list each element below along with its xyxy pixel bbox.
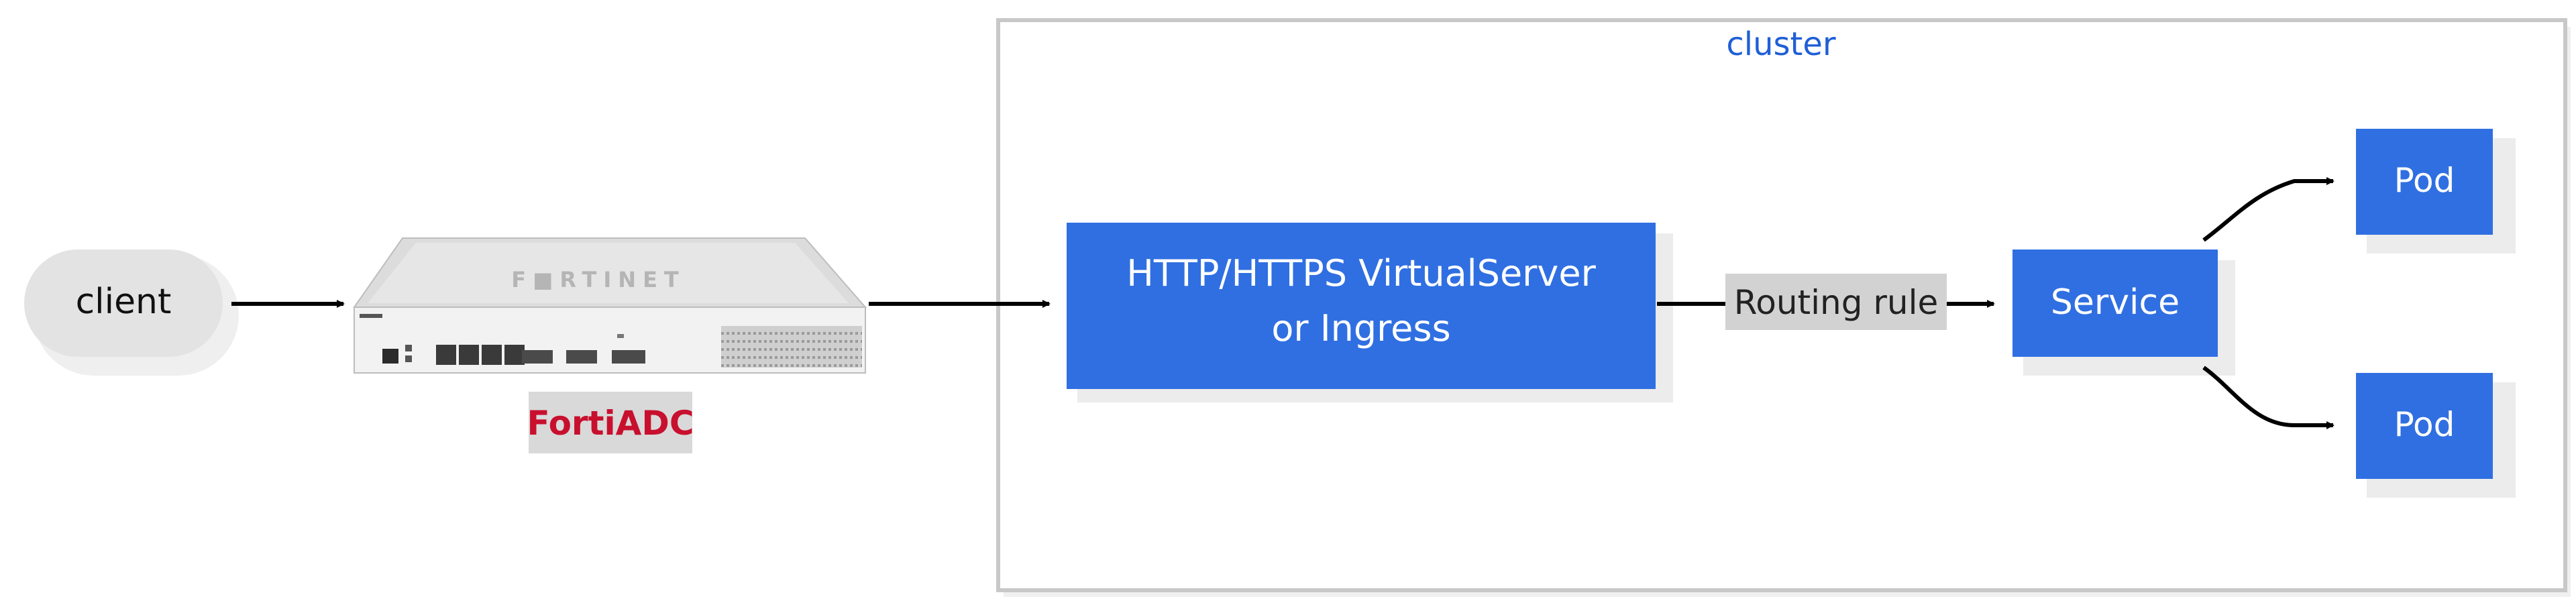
routing-rule-node: Routing rule (1725, 274, 1947, 330)
pod-bottom-node: Pod (2356, 373, 2516, 498)
service-node: Service (2012, 250, 2235, 376)
virtualserver-node: HTTP/HTTPS VirtualServer or Ingress (1067, 223, 1673, 402)
cluster-label: cluster (1726, 25, 1836, 63)
sfp-ports (522, 334, 645, 364)
fortiadc-appliance: F■RTINET (353, 237, 867, 374)
pod-top-label: Pod (2394, 161, 2455, 200)
routing-rule-label: Routing rule (1734, 283, 1939, 322)
pod-top-node: Pod (2356, 129, 2516, 254)
arrow-service-to-pod-bottom (2202, 366, 2334, 429)
client-node: client (24, 250, 239, 376)
virtualserver-label-line2: or Ingress (1271, 307, 1450, 349)
fortiadc-caption-text: FortiADC (527, 404, 694, 443)
service-label: Service (2051, 282, 2180, 323)
device-brand-logo: F■RTINET (511, 267, 686, 292)
virtualserver-label-line1: HTTP/HTTPS VirtualServer (1126, 252, 1596, 294)
pod-bottom-label: Pod (2394, 405, 2455, 444)
fortiadc-caption: FortiADC (527, 392, 694, 453)
arrow-service-to-pod-top (2202, 177, 2334, 242)
vent-grille (721, 326, 862, 368)
client-label: client (76, 282, 172, 322)
ethernet-ports (436, 345, 525, 365)
